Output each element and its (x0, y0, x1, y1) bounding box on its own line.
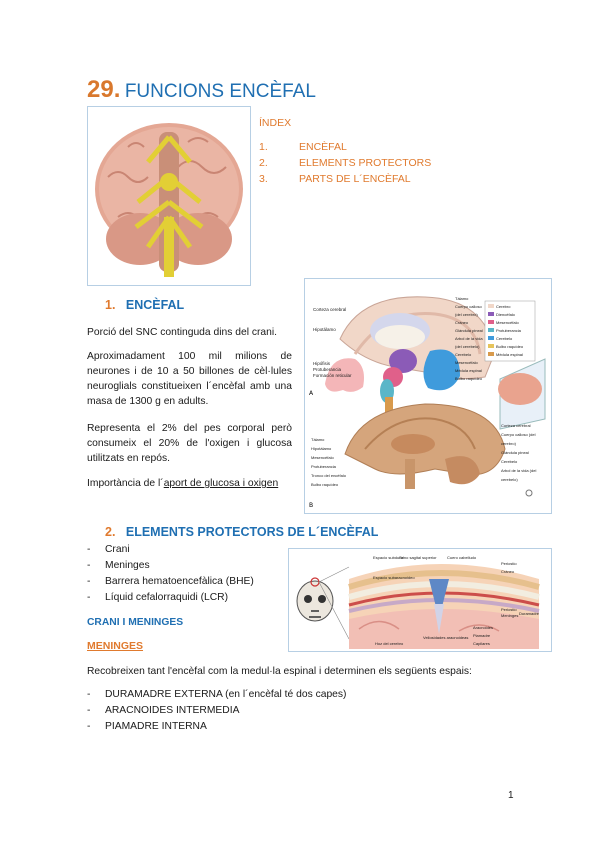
meninges-figure: Espacio subdural Seno sagital superior C… (288, 548, 552, 652)
title-text: FUNCIONS ENCÈFAL (124, 81, 316, 102)
panel-b-label: B (309, 502, 313, 509)
section1-heading: 1. ENCÈFAL (105, 298, 185, 312)
fig-labels-top-left: Corteza cerebral Hipotálamo Hipófisis Pr… (313, 307, 352, 378)
list-item: -Meninges (87, 560, 150, 571)
meninges-layers: -DURAMADRE EXTERNA (en l´encèfal té dos … (87, 687, 447, 735)
list-item: -Líquid cefalorraquidi (LCR) (87, 592, 229, 603)
meninges-description: Recobreixen tant l'encèfal com la medul·… (87, 666, 472, 677)
section1-p1: Porció del SNC continguda dins del crani… (87, 327, 278, 338)
fig-labels-top-right: Tálamo Cuerpo calloso (del cerebro) Crán… (455, 296, 483, 381)
index-item[interactable]: 3.PARTS DE L´ENCÈFAL (259, 173, 411, 185)
section1-p3: Representa el 2% del pes corporal però c… (87, 423, 292, 464)
list-item: -Barrera hematoencefàlica (BHE) (87, 576, 254, 587)
section2-heading: 2. ELEMENTS PROTECTORS DE L´ENCÈFAL (105, 525, 379, 539)
index-list: 1.ENCÈFAL 2.ELEMENTS PROTECTORS 3.PARTS … (259, 141, 459, 189)
brain-inferior-image (87, 106, 251, 286)
list-item: -DURAMADRE EXTERNA (en l´encèfal té dos … (87, 689, 347, 700)
page-number: 1 (508, 790, 514, 801)
glucose-oxygen-link[interactable]: aport de glucosa i oxigen (163, 478, 279, 489)
brain-sagittal-figure: A B Corteza cerebral Hipotálamo Hipófisi… (304, 278, 552, 514)
title-number: 29. (87, 76, 121, 103)
section1-p4: Importància de l´aport de glucosa i oxig… (87, 478, 279, 489)
index-item[interactable]: 2.ELEMENTS PROTECTORS (259, 157, 432, 169)
fig-labels-bottom-right: Corteza cerebral Cuerpo calloso (del cer… (501, 423, 537, 482)
index-item[interactable]: 1.ENCÈFAL (259, 141, 347, 153)
list-item: -Crani (87, 544, 130, 555)
fig-labels-bottom-left: Tálamo Hipotálamo Mesencéfalo Protuberan… (311, 437, 346, 487)
section1-p2: Aproximadament 100 mil milions de neuron… (87, 351, 292, 407)
index-heading: ÍNDEX (259, 117, 292, 129)
panel-a-label: A (309, 390, 314, 397)
crani-meninges-heading: CRANI I MENINGES (87, 617, 184, 628)
list-item: -ARACNOIDES INTERMEDIA (87, 705, 240, 716)
list-item: -PIAMADRE INTERNA (87, 721, 207, 732)
protectors-list: -Crani -Meninges -Barrera hematoencefàli… (87, 542, 287, 606)
page-title: 29. FUNCIONS ENCÈFAL (87, 76, 316, 104)
meninges-heading: MENINGES (87, 640, 144, 652)
fig-legend: Cerebro Diencéfalo Mesencéfalo Protubera… (496, 304, 524, 357)
